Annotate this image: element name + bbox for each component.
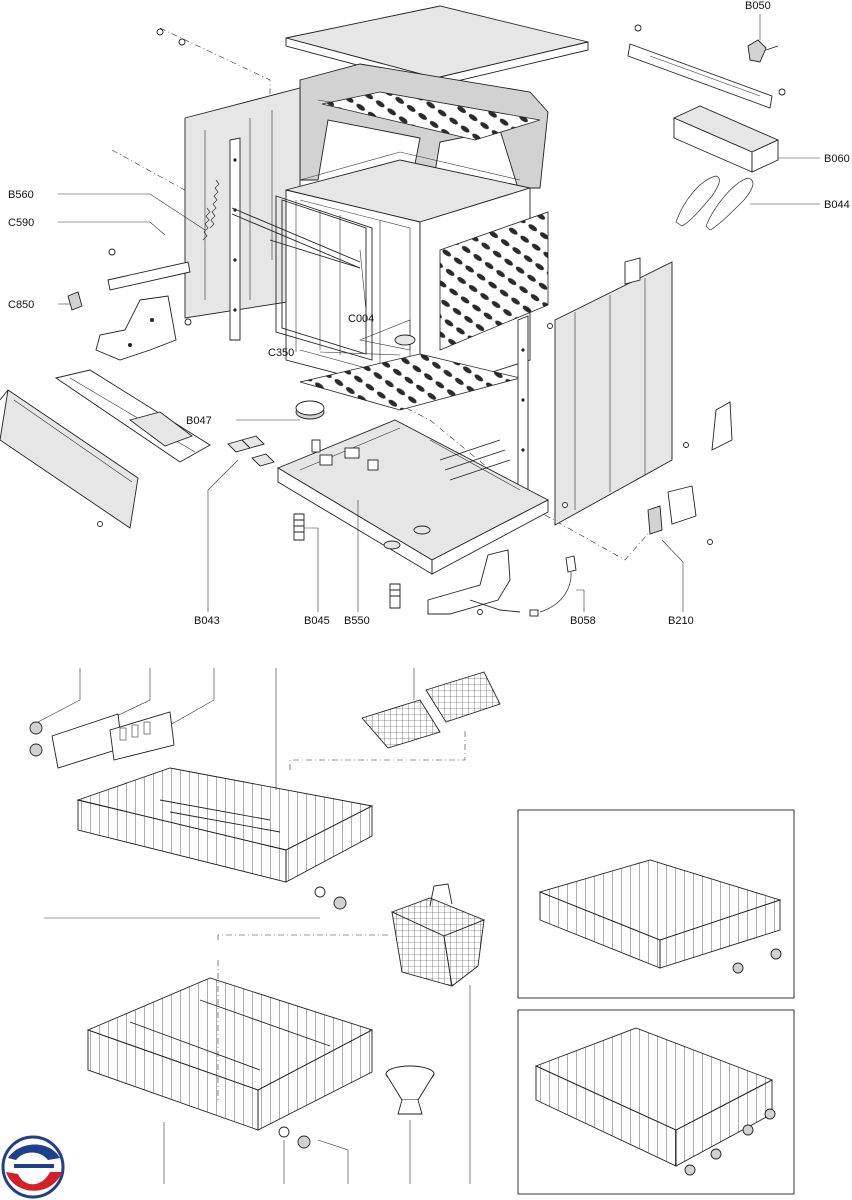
salt-funnel [385,1065,435,1115]
kick-bracket [54,369,211,463]
b044-belts [675,175,754,231]
label-b550: B550 [344,615,370,627]
label-b045: B045 [304,615,330,627]
door-spring [202,179,220,241]
hinge-bracket-left [95,261,191,361]
label-b060: B060 [824,153,850,165]
left-side-panel [184,87,301,341]
cutlery-basket [390,883,486,987]
label-b043: B043 [194,615,220,627]
label-c590: C590 [8,217,34,229]
b050-clip [747,39,779,63]
tub-guide-rods [231,207,361,269]
label-c850: C850 [8,299,34,311]
label-b050: B050 [745,0,771,12]
front-kickplate [0,389,139,529]
b210-bracket [647,485,697,535]
adjustable-feet [293,513,401,609]
alt-upper-basket-box [517,809,795,999]
screws [97,24,786,615]
brand-logo [1,1135,65,1199]
leader-lines-lower [37,668,471,1184]
alt-lower-basket-box [517,1009,795,1195]
cup-shelves [361,671,501,749]
base-plinth [276,419,549,575]
clip-part [67,291,83,311]
b047-filter [295,400,325,420]
side-clip-right [711,401,733,451]
label-b560: B560 [8,189,34,201]
hinge-bracket-right [427,549,521,615]
label-b058: B058 [570,615,596,627]
left-side-rail [229,137,241,341]
b060-block [672,105,780,173]
right-side-panel [554,257,673,526]
rack-height-adjuster [29,711,175,769]
label-b047: B047 [186,415,212,427]
label-c004: C004 [348,313,374,325]
right-insulation-mat [439,211,549,351]
label-c350: C350 [268,347,294,359]
b043-pads [227,435,275,467]
b058-sensor [529,555,577,617]
lower-basket [86,977,374,1149]
label-b210: B210 [668,615,694,627]
worktop-lid [285,5,589,87]
top-rail-bracket [627,43,773,109]
upper-basket [76,767,374,910]
top-insulation-mat [321,91,541,141]
label-b044: B044 [824,199,850,211]
leader-lines-upper [58,14,820,612]
